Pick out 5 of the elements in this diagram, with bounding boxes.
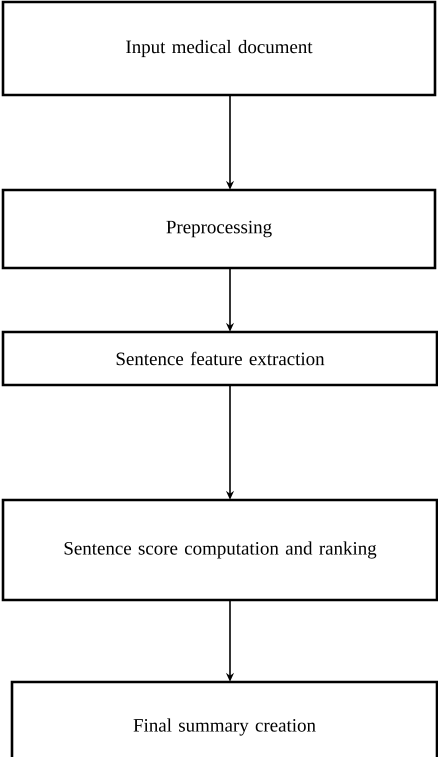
process-box: Input medical document	[2, 0, 436, 96]
process-box: Preprocessing	[2, 188, 436, 270]
process-box: Final summary creation	[10, 680, 438, 757]
process-box: Sentence feature extraction	[2, 330, 438, 386]
process-box: Sentence score computation and ranking	[2, 498, 438, 602]
